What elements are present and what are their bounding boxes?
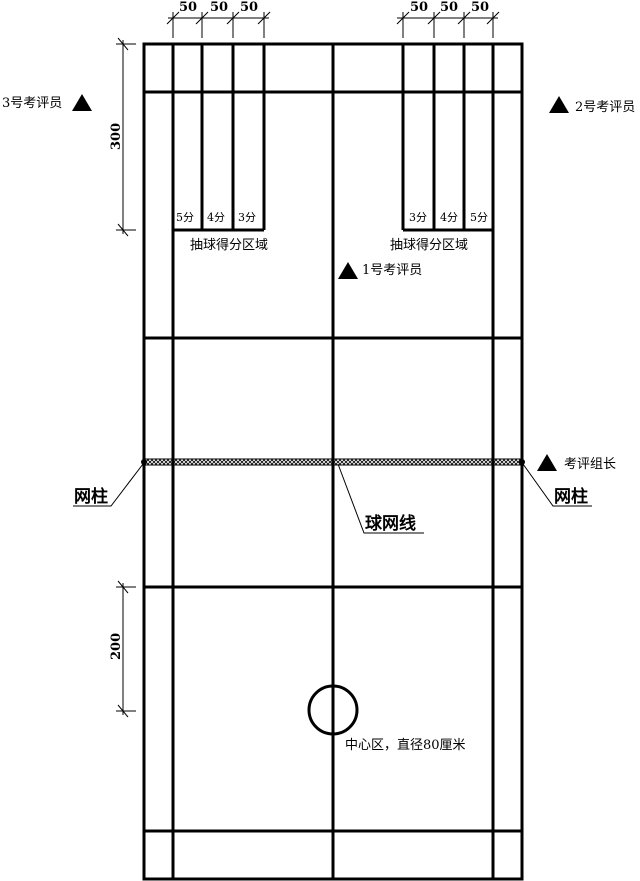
triangle-icon (537, 454, 557, 471)
left-dimension-lines: 300 200 (109, 37, 136, 718)
right-score-zone: 3分 4分 5分 抽球得分区域 (390, 44, 493, 253)
net-post-label: 网柱 (554, 486, 588, 507)
center-zone: 中心区，直径80厘米 (307, 684, 466, 753)
zone-score-label: 4分 (207, 211, 225, 224)
judge-1-marker: 1号考评员 (338, 262, 422, 279)
dimension-label: 50 (410, 0, 428, 15)
triangle-icon (549, 96, 569, 113)
dimension-label: 50 (440, 0, 458, 15)
left-net-post (141, 459, 147, 465)
judge-label: 2号考评员 (575, 100, 635, 115)
dimension-label: 50 (179, 0, 197, 15)
dimension-label: 50 (240, 0, 258, 15)
head-judge-marker: 考评组长 (537, 454, 616, 472)
zone-score-label: 3分 (238, 211, 256, 224)
net-line-label: 球网线 (365, 513, 416, 534)
dimension-label: 50 (210, 0, 228, 15)
court-lines (142, 42, 524, 881)
net: 网柱 网柱 球网线 (73, 458, 592, 534)
zone-score-label: 4分 (440, 211, 458, 224)
net-mesh (143, 458, 523, 466)
dimension-label: 300 (109, 123, 124, 150)
dimension-label: 50 (471, 0, 489, 15)
left-score-zone: 5分 4分 3分 抽球得分区域 (173, 44, 268, 253)
judge-label: 3号考评员 (2, 96, 62, 111)
judge-3-marker: 3号考评员 (2, 94, 92, 111)
score-area-label: 抽球得分区域 (190, 237, 268, 253)
center-zone-label: 中心区，直径80厘米 (345, 738, 466, 753)
center-circle (307, 684, 359, 736)
top-dimension-lines: 50 50 50 50 50 50 (166, 0, 500, 38)
triangle-icon (338, 262, 358, 279)
judge-label: 考评组长 (564, 457, 616, 472)
zone-score-label: 5分 (470, 211, 488, 224)
right-net-post (519, 459, 525, 465)
triangle-icon (72, 94, 92, 111)
score-area-label: 抽球得分区域 (390, 237, 468, 253)
zone-score-label: 5分 (176, 211, 194, 224)
net-post-label: 网柱 (74, 486, 108, 507)
judge-label: 1号考评员 (362, 263, 422, 278)
dimension-label: 200 (109, 633, 124, 660)
judge-2-marker: 2号考评员 (549, 96, 635, 115)
zone-score-label: 3分 (409, 211, 427, 224)
